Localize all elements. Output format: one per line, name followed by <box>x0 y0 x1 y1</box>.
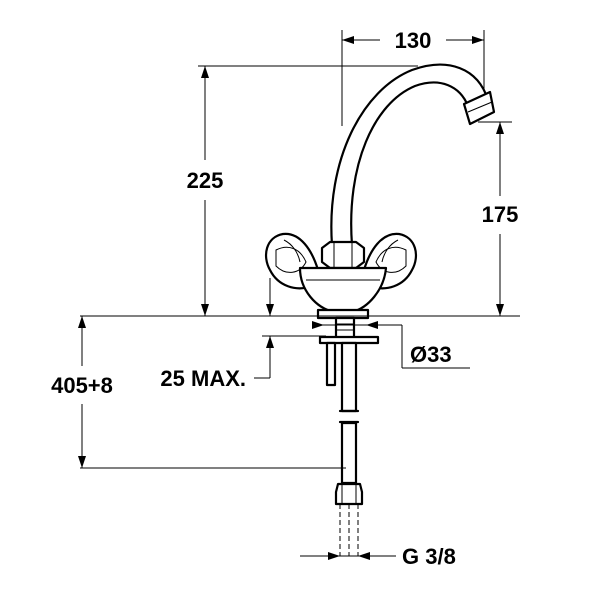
label-spout-reach: 130 <box>395 28 432 53</box>
arrow-head <box>366 321 378 329</box>
mixer-body <box>298 266 388 314</box>
label-hole-diameter: Ø33 <box>410 342 452 367</box>
spout-outer <box>330 63 490 247</box>
mounting-parts <box>318 316 380 556</box>
arrow-head <box>266 336 274 348</box>
arrow-head <box>201 304 209 316</box>
right-handle-grip <box>375 246 407 273</box>
arrow-head <box>496 304 504 316</box>
label-total-height: 225 <box>187 168 224 193</box>
spout-nut <box>320 240 366 270</box>
right-handle-rib <box>381 239 399 263</box>
connector-nut <box>334 482 364 506</box>
arrow-head <box>201 66 209 78</box>
left-handle-rib <box>283 239 301 263</box>
arrow-head <box>328 552 340 560</box>
label-hose-length: 405+8 <box>51 373 113 398</box>
hose-upper <box>340 341 358 413</box>
arrow-head <box>312 321 324 329</box>
spout-inner <box>350 81 470 247</box>
hose-lower <box>340 421 358 485</box>
arrow-head <box>78 456 86 468</box>
arrow-head <box>78 316 86 328</box>
base-flange <box>316 308 370 320</box>
dimension-lines <box>78 30 520 560</box>
label-spout-height: 175 <box>482 202 519 227</box>
label-connection: G 3/8 <box>402 544 456 569</box>
arrow-head <box>496 122 504 134</box>
copper-tube-short <box>325 341 337 387</box>
arrow-head <box>358 552 370 560</box>
arrow-head <box>342 36 354 44</box>
arrow-head <box>266 304 274 316</box>
arrow-head <box>472 36 484 44</box>
faucet-body <box>265 63 496 320</box>
aerator-line <box>467 101 493 113</box>
dimension-labels: 130 225 175 Ø33 25 MAX. 405+8 G 3/8 <box>51 28 518 569</box>
threaded-stud <box>334 316 356 340</box>
aerator <box>462 90 496 126</box>
left-handle-grip <box>275 246 307 273</box>
label-max-thickness: 25 MAX. <box>160 366 246 391</box>
